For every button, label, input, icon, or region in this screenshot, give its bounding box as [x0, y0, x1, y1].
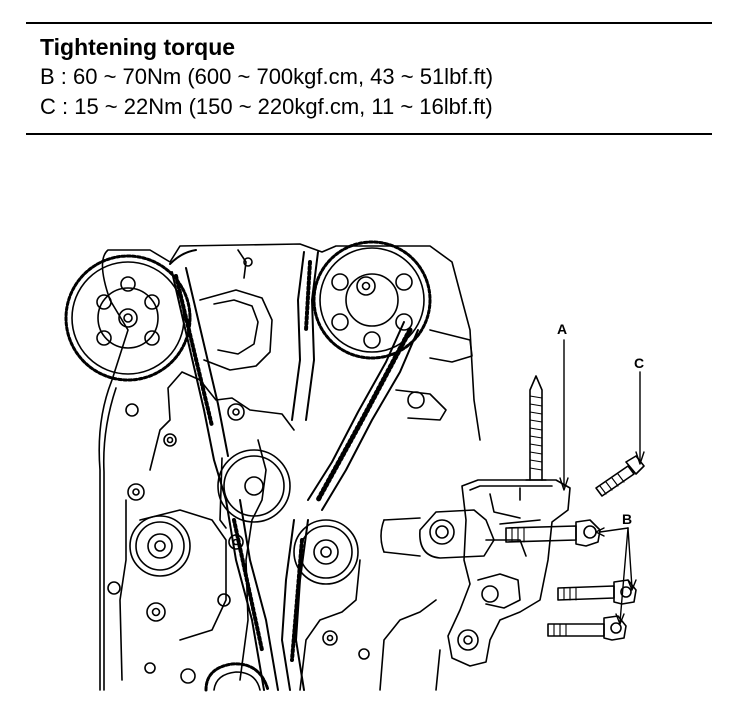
callout-leaders: [559, 339, 645, 625]
auto-tensioner-rod: [525, 375, 547, 481]
callout-label-a: A: [557, 321, 567, 337]
crankshaft-sprocket: [204, 662, 270, 692]
block-bolts: [107, 257, 370, 684]
spec-line-c: C : 15 ~ 22Nm (150 ~ 220kgf.cm, 11 ~ 16l…: [40, 94, 493, 119]
water-pump-pulley: [217, 449, 291, 529]
right-camshaft-sprocket: [312, 240, 432, 360]
callout-label-b: B: [622, 511, 632, 527]
left-camshaft-sprocket: [64, 254, 192, 382]
timing-belt: [169, 249, 419, 691]
callout-label-c: C: [634, 355, 644, 371]
bolt-c: [595, 455, 645, 497]
bolt-b-upper: [505, 519, 601, 547]
spec-heading: Tightening torque: [40, 34, 236, 60]
bottom-rule: [26, 133, 712, 135]
bolt-b-middle: [557, 579, 637, 605]
idler-pulley-right: [293, 519, 359, 585]
spec-line-b: B : 60 ~ 70Nm (600 ~ 700kgf.cm, 43 ~ 51l…: [40, 64, 494, 89]
idler-pulley-left: [129, 515, 191, 577]
torque-spec: Tightening torque B : 60 ~ 70Nm (600 ~ 7…: [40, 32, 700, 122]
tensioner-arm: [380, 509, 495, 559]
tensioner-bracket: [447, 479, 571, 667]
bolt-b-lower: [547, 615, 627, 641]
top-rule: [26, 22, 712, 24]
